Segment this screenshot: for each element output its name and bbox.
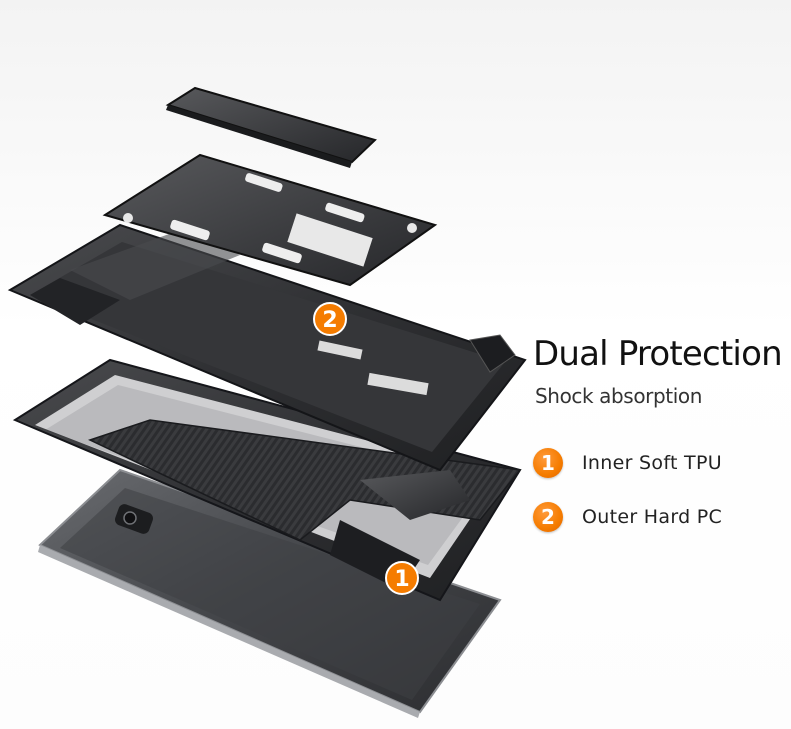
- feature-outer-hard-pc: 2 Outer Hard PC: [533, 502, 722, 532]
- headline: Dual Protection: [533, 334, 783, 374]
- callout-number-1: 1: [394, 567, 409, 592]
- callout-badge-2: 2: [313, 302, 347, 336]
- feature-number-badge: 1: [533, 448, 563, 478]
- callout-number-2: 2: [322, 308, 337, 333]
- callout-badge-1: 1: [385, 561, 419, 595]
- feature-inner-soft-tpu: 1 Inner Soft TPU: [533, 448, 722, 478]
- feature-label: Inner Soft TPU: [582, 452, 722, 474]
- top-plate: [165, 86, 377, 168]
- phone: [38, 468, 502, 718]
- subheadline: Shock absorption: [535, 384, 702, 408]
- inner-case: [12, 358, 522, 602]
- feature-label: Outer Hard PC: [582, 506, 723, 528]
- feature-number-badge: 2: [533, 502, 563, 532]
- outer-case: [7, 223, 527, 472]
- kickstand-frame: [102, 153, 438, 287]
